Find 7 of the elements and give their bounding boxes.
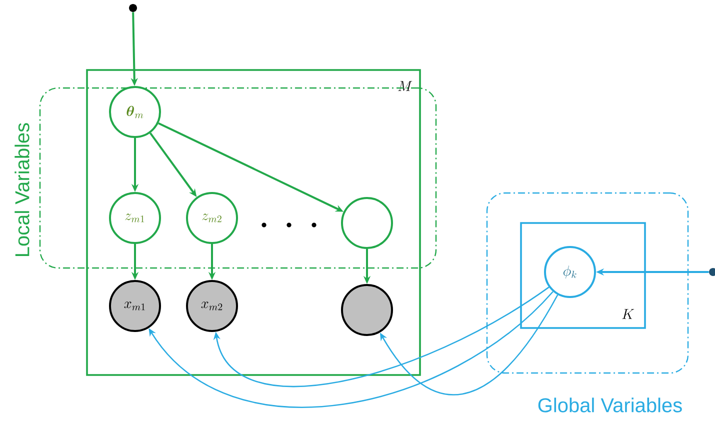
node-label: Local Variables <box>14 123 30 256</box>
start-dot <box>129 4 137 12</box>
node-label: Global Variables <box>538 398 682 412</box>
variable-circle <box>341 197 393 249</box>
arrow <box>213 286 550 387</box>
arrow <box>148 291 554 408</box>
variable-circle <box>341 284 393 336</box>
